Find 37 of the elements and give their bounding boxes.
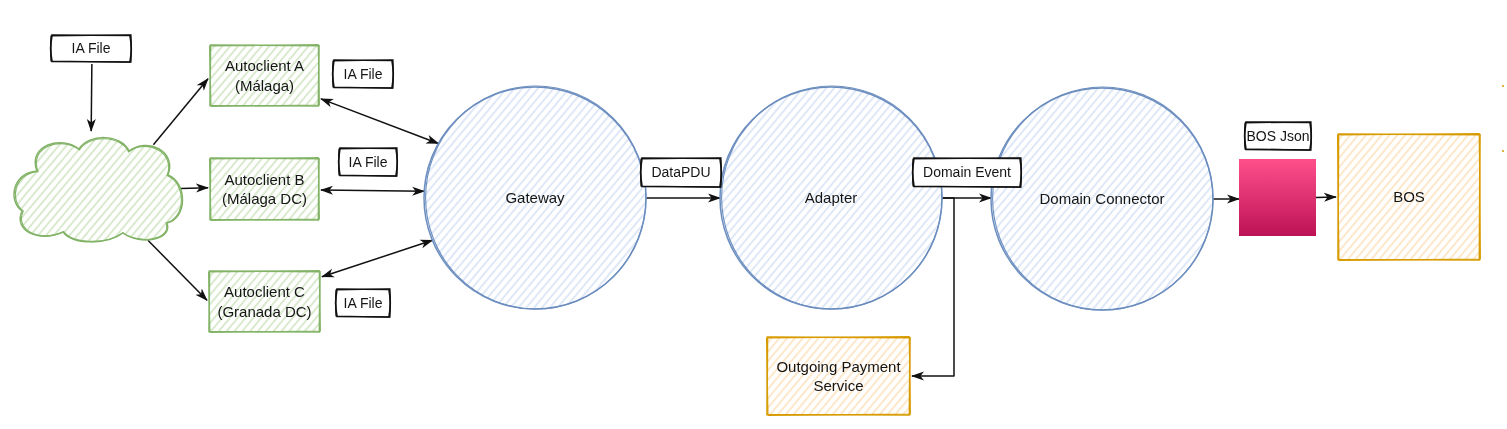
system-label: BOS	[1393, 187, 1425, 207]
data-tag	[638, 156, 724, 189]
tag-label: DataPDU	[651, 163, 711, 182]
system-box	[765, 335, 912, 417]
data-tag	[333, 287, 393, 319]
tag-label: IA File	[343, 293, 383, 313]
tag-label: IA File	[71, 39, 111, 58]
system-box	[1336, 132, 1482, 262]
square-node	[1239, 159, 1316, 236]
arrow	[86, 63, 96, 132]
client-box	[208, 156, 321, 222]
system-label: Outgoing Payment Service	[775, 356, 902, 396]
tag-label: IA File	[348, 152, 388, 172]
arrow	[911, 197, 955, 381]
tag-label: Domain Event	[923, 163, 1011, 182]
data-tag	[48, 33, 134, 64]
data-tag	[336, 146, 400, 178]
client-label: Autoclient C (Granada DC)	[216, 282, 313, 321]
data-tag	[330, 58, 396, 90]
service-label: Domain Connector	[1039, 189, 1165, 209]
client-label: Autoclient A (Málaga)	[223, 56, 306, 95]
double-headed-arrow	[321, 239, 434, 278]
data-tag	[910, 156, 1024, 189]
arrow	[152, 78, 209, 146]
arrow	[180, 183, 209, 193]
client-box	[208, 43, 321, 108]
tag-label: IA File	[343, 64, 383, 84]
data-tag	[1242, 120, 1314, 152]
double-headed-arrow	[320, 98, 440, 145]
service-label: Gateway	[505, 188, 565, 208]
arrow	[1315, 192, 1337, 202]
service-label: Adapter	[804, 188, 858, 208]
service-circle	[422, 85, 648, 311]
tag-label: BOS Json	[1246, 126, 1310, 146]
arrow	[147, 239, 208, 301]
client-label: Autoclient B (Málaga DC)	[221, 169, 308, 209]
client-box	[207, 269, 322, 334]
